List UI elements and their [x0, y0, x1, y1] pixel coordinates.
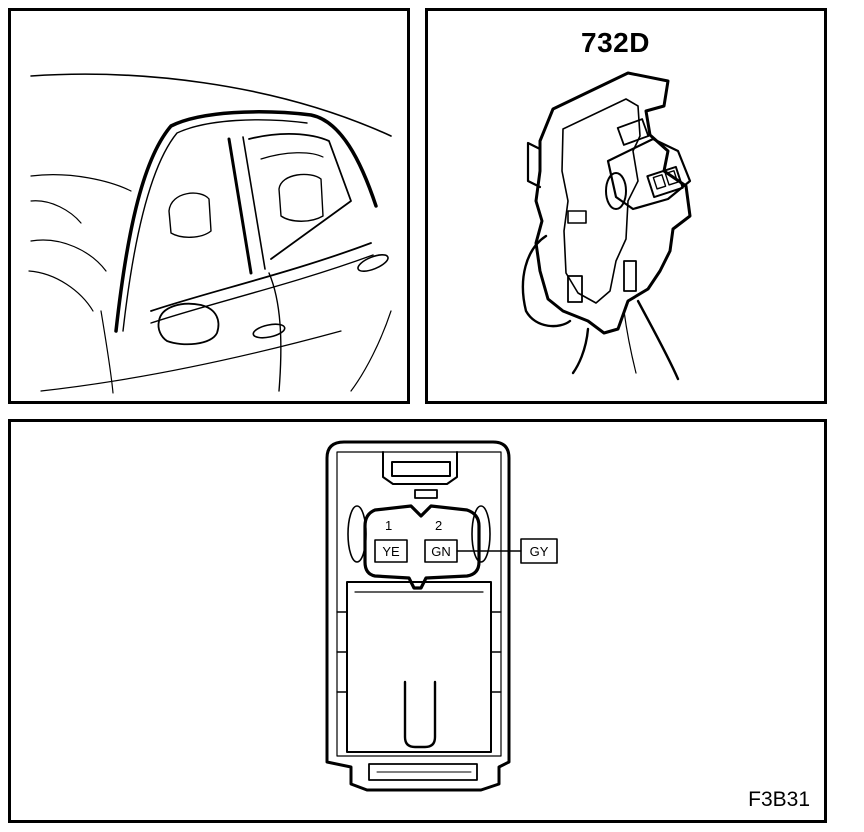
pin-1-wire-color: YE — [382, 544, 400, 559]
switch-component-panel: 732D — [425, 8, 827, 404]
connector-latch — [403, 680, 437, 749]
component-label: 732D — [581, 27, 650, 58]
connector-face-panel: 1 2 YE GN GY F3B31 — [8, 419, 827, 823]
pin-1-cavity — [374, 539, 408, 563]
pin-2-number: 2 — [435, 518, 442, 533]
external-wire-color: GY — [530, 544, 549, 559]
pin-1-number: 1 — [385, 518, 392, 533]
external-wire-box — [520, 538, 558, 564]
switch-module-drawing — [521, 71, 692, 381]
pin-2-wire-color: GN — [431, 544, 451, 559]
figure-code: F3B31 — [748, 788, 810, 811]
car-door-illustration-panel — [8, 8, 410, 404]
car-door-drawing — [28, 73, 392, 394]
connector-outer-body — [325, 440, 511, 792]
connector-face-drawing: 1 2 YE GN GY — [325, 440, 558, 792]
pin-cavity-outline — [363, 504, 481, 590]
